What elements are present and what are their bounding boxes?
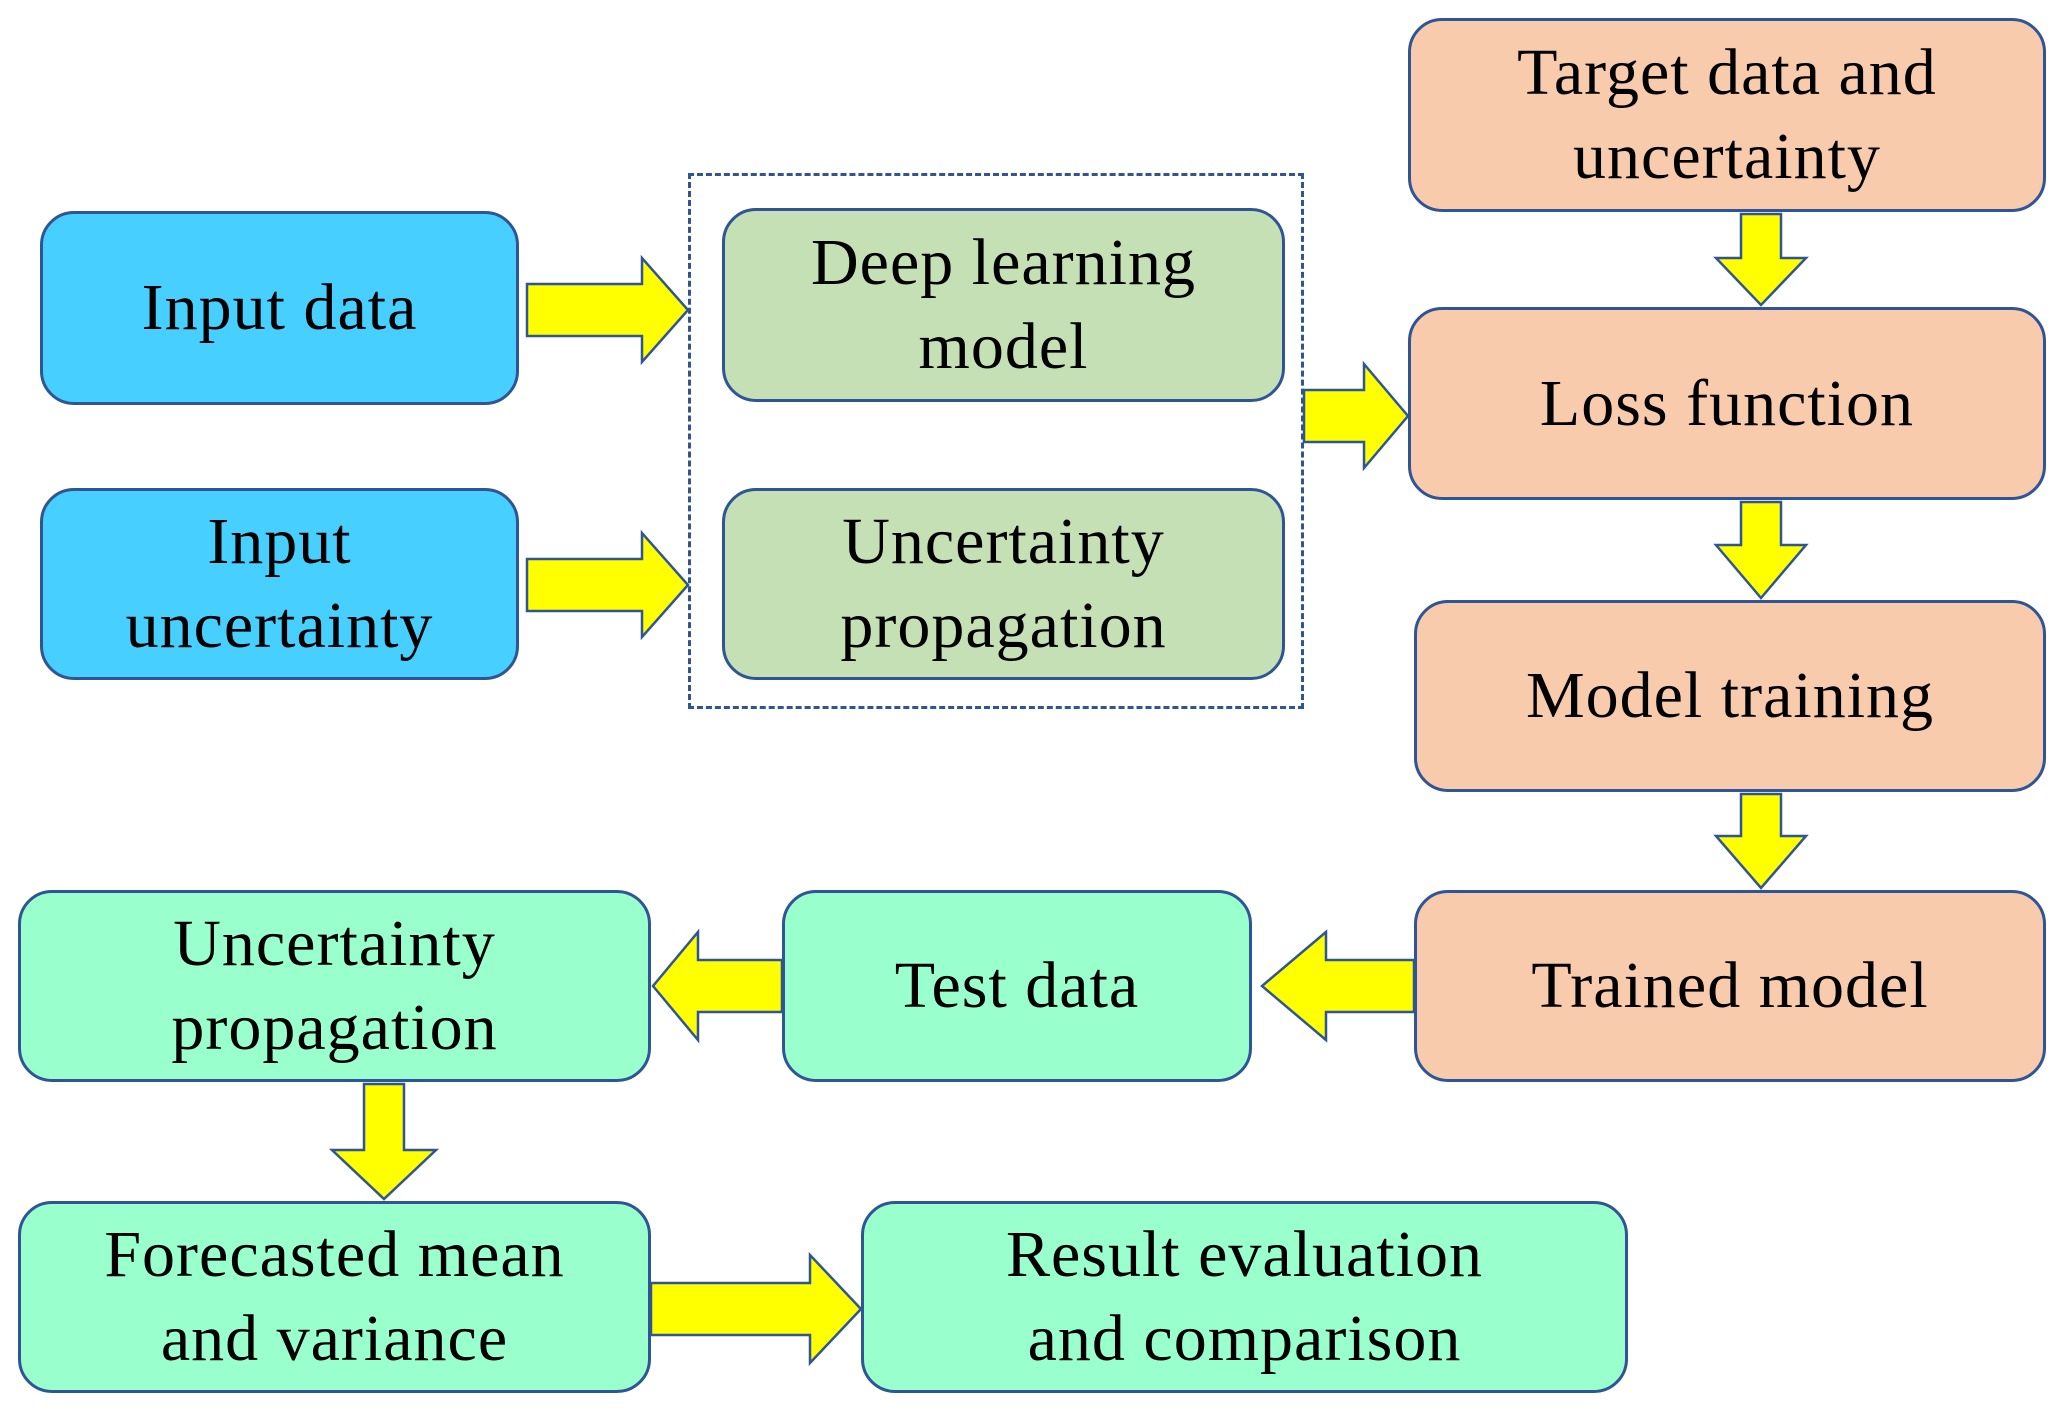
arrow-trained-to-test: [1260, 929, 1416, 1043]
trained-model-node: Trained model: [1414, 890, 2046, 1082]
result-evaluation-node: Result evaluation and comparison: [861, 1201, 1628, 1393]
forecasted-node: Forecasted mean and variance: [18, 1201, 651, 1393]
input-data-node: Input data: [40, 211, 519, 405]
uncertainty-propagation-test-node: Uncertainty propagation: [18, 890, 651, 1082]
loss-function-node: Loss function: [1408, 307, 2046, 500]
input-uncertainty-node: Input uncertainty: [40, 488, 519, 680]
arrow-input-data-to-model: [525, 254, 690, 366]
arrow-test-to-propagation: [651, 928, 784, 1044]
model-training-node: Model training: [1414, 600, 2046, 792]
uncertainty-propagation-model-node: Uncertainty propagation: [722, 488, 1285, 680]
deep-learning-model-node: Deep learning model: [722, 208, 1285, 402]
arrow-input-uncertainty-to-propagation: [525, 529, 690, 641]
target-data-node: Target data and uncertainty: [1408, 18, 2046, 212]
arrow-forecasted-to-result: [649, 1251, 863, 1367]
test-data-node: Test data: [782, 890, 1252, 1082]
arrow-model-to-loss: [1302, 360, 1410, 472]
arrow-propagation-to-forecasted: [328, 1082, 440, 1201]
model-group-frame: [688, 173, 1304, 709]
arrow-target-to-loss: [1713, 212, 1809, 307]
arrow-training-to-trained: [1713, 792, 1809, 890]
arrow-loss-to-training: [1713, 500, 1809, 600]
